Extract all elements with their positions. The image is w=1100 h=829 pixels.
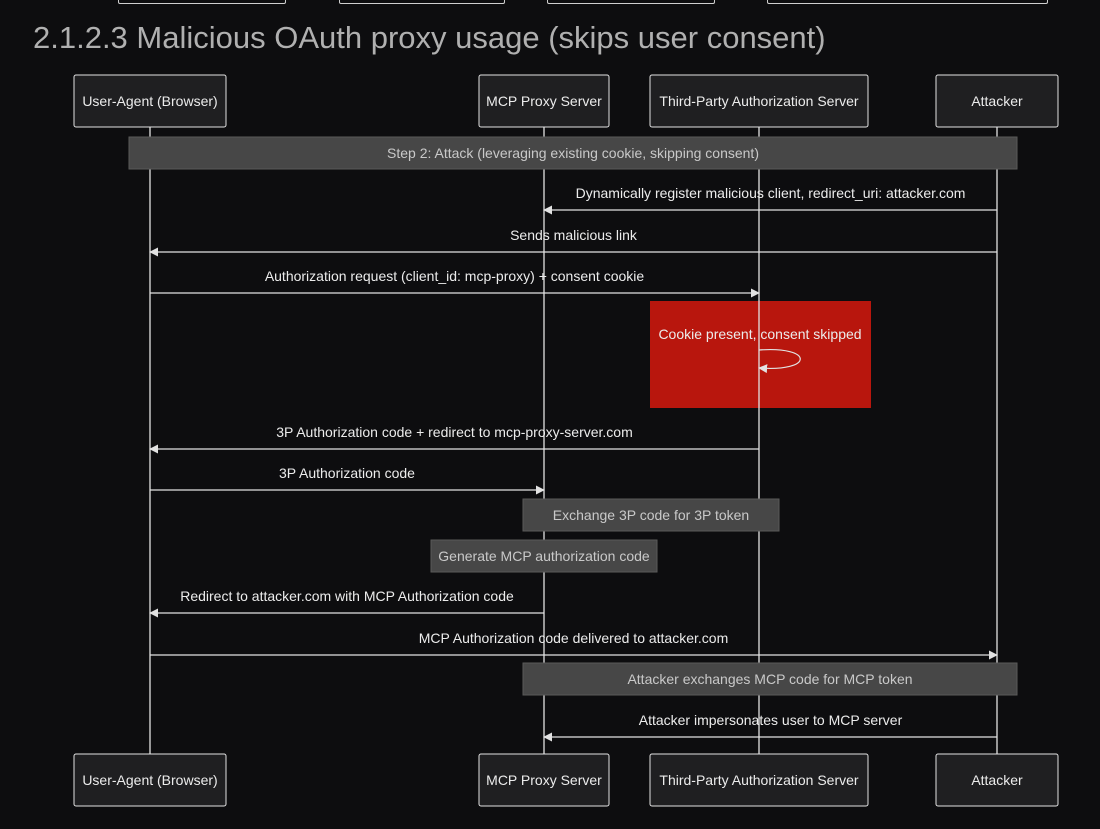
highlight-self-message: Cookie present, consent skipped — [650, 301, 871, 408]
top-box-edge-1 — [118, 0, 286, 4]
message-3: Authorization request (client_id: mcp-pr… — [150, 268, 760, 298]
actor-label-att: Attacker — [971, 93, 1023, 109]
note-label: Attacker exchanges MCP code for MCP toke… — [627, 671, 912, 687]
actor-box-mcp-bottom: MCP Proxy Server — [478, 753, 610, 807]
message-label: Dynamically register malicious client, r… — [576, 185, 966, 201]
note-11: Attacker exchanges MCP code for MCP toke… — [522, 662, 1018, 696]
message-6: 3P Authorization code — [150, 465, 545, 495]
top-box-edge-4 — [767, 0, 1048, 4]
note-7: Exchange 3P code for 3P token — [522, 498, 780, 532]
actor-label-ua: User-Agent (Browser) — [82, 93, 217, 109]
message-label: Attacker impersonates user to MCP server — [639, 712, 903, 728]
actor-box-mcp-top: MCP Proxy Server — [478, 74, 610, 128]
actor-label-tpas: Third-Party Authorization Server — [659, 772, 859, 788]
note-label: Generate MCP authorization code — [438, 548, 650, 564]
lifelines — [149, 127, 998, 754]
actor-label-ua: User-Agent (Browser) — [82, 772, 217, 788]
message-2: Sends malicious link — [149, 227, 997, 257]
notes: Step 2: Attack (leveraging existing cook… — [128, 136, 1018, 696]
note-label: Exchange 3P code for 3P token — [553, 507, 749, 523]
message-9: Redirect to attacker.com with MCP Author… — [149, 588, 544, 618]
actor-label-att: Attacker — [971, 772, 1023, 788]
message-label: Redirect to attacker.com with MCP Author… — [180, 588, 514, 604]
highlight-box — [650, 301, 871, 408]
note-0: Step 2: Attack (leveraging existing cook… — [128, 136, 1018, 170]
messages: Dynamically register malicious client, r… — [149, 185, 998, 742]
actor-label-tpas: Third-Party Authorization Server — [659, 93, 859, 109]
actor-box-att-top: Attacker — [935, 74, 1059, 128]
actor-box-ua-top: User-Agent (Browser) — [73, 74, 227, 128]
message-10: MCP Authorization code delivered to atta… — [150, 630, 998, 660]
message-5: 3P Authorization code + redirect to mcp-… — [149, 424, 759, 454]
message-1: Dynamically register malicious client, r… — [543, 185, 997, 215]
top-box-edge-2 — [339, 0, 505, 4]
actor-box-ua-bottom: User-Agent (Browser) — [73, 753, 227, 807]
note-8: Generate MCP authorization code — [430, 539, 658, 573]
message-label: MCP Authorization code delivered to atta… — [419, 630, 728, 646]
message-label: 3P Authorization code + redirect to mcp-… — [276, 424, 633, 440]
self-message-label: Cookie present, consent skipped — [658, 326, 861, 342]
message-label: 3P Authorization code — [279, 465, 415, 481]
self-loop-arrow — [758, 348, 801, 374]
page-title: 2.1.2.3 Malicious OAuth proxy usage (ski… — [33, 20, 826, 55]
message-label: Sends malicious link — [510, 227, 638, 243]
message-label: Authorization request (client_id: mcp-pr… — [265, 268, 645, 284]
message-12: Attacker impersonates user to MCP server — [543, 712, 997, 742]
actor-box-att-bottom: Attacker — [935, 753, 1059, 807]
actor-label-mcp: MCP Proxy Server — [486, 772, 602, 788]
actor-label-mcp: MCP Proxy Server — [486, 93, 602, 109]
note-label: Step 2: Attack (leveraging existing cook… — [387, 145, 759, 161]
actor-box-tpas-bottom: Third-Party Authorization Server — [649, 753, 869, 807]
top-box-edge-3 — [547, 0, 715, 4]
actor-box-tpas-top: Third-Party Authorization Server — [649, 74, 869, 128]
